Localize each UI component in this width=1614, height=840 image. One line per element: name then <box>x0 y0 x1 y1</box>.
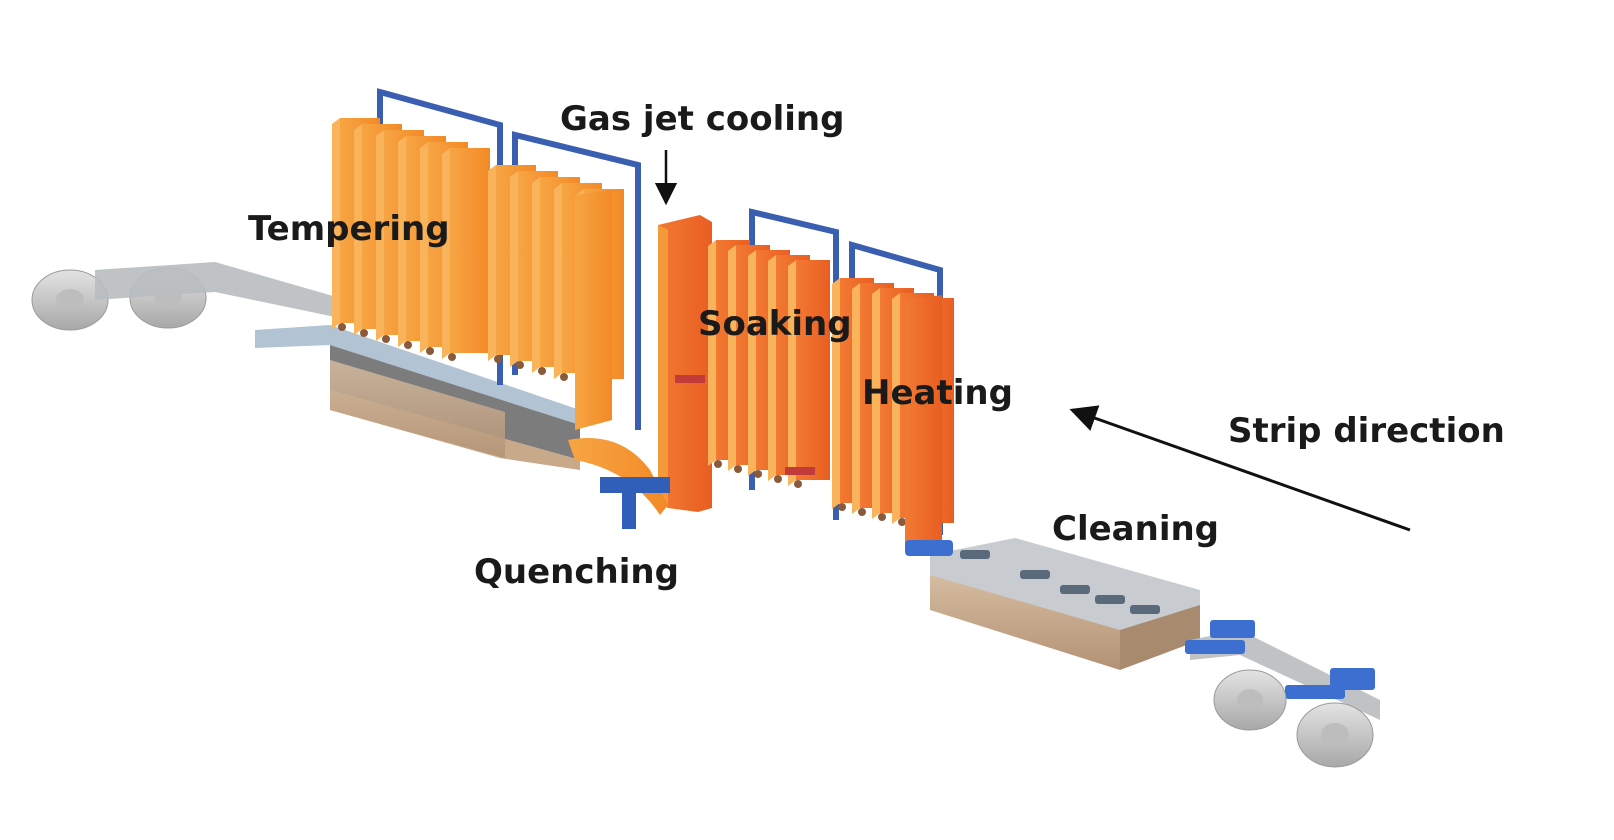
entry-coil-rollers <box>1213 669 1374 768</box>
soaking-furnace <box>708 240 830 488</box>
tempering-panel-foot <box>448 353 456 361</box>
heating-furnace <box>832 278 954 545</box>
tempering-panel-side <box>398 136 406 347</box>
tempering-panel-side <box>510 171 518 367</box>
heating-label: Heating <box>862 373 1013 413</box>
tempering-panel-side <box>554 183 562 379</box>
quenching-label: Quenching <box>474 552 679 592</box>
tempering-end-panel <box>575 190 612 430</box>
soaking-label: Soaking <box>698 304 852 344</box>
heating-panel-foot <box>858 508 866 516</box>
soaking-panel-side <box>728 245 736 471</box>
tempering-panel-foot <box>360 329 368 337</box>
soaking-panel-foot <box>714 460 722 468</box>
tempering-panel-side <box>442 148 450 359</box>
heating-panel-side <box>872 288 880 519</box>
soaking-panel-side <box>708 240 716 466</box>
soaking-panel <box>796 260 830 480</box>
gas-jet-cooling-label: Gas jet cooling <box>560 99 844 139</box>
tempering-panel-side <box>332 118 340 329</box>
heating-end-panel <box>905 295 942 545</box>
tempering-panel-foot <box>404 341 412 349</box>
tempering-panel-foot <box>516 361 524 369</box>
tempering-panel-foot <box>426 347 434 355</box>
heating-panel-side <box>832 278 840 509</box>
heating-panel-foot <box>898 518 906 526</box>
soaking-panel-foot <box>734 465 742 473</box>
heating-panel-foot <box>838 503 846 511</box>
tempering-panel-side <box>488 165 496 361</box>
gas-jet-cooling-unit <box>658 215 712 512</box>
tempering-panel-foot <box>382 335 390 343</box>
soaking-panel-side <box>788 260 796 486</box>
soaking-panel-foot <box>754 470 762 478</box>
soaking-panel-foot <box>774 475 782 483</box>
tempering-panel-foot <box>560 373 568 381</box>
entry-blue-guides <box>1185 620 1375 699</box>
heating-panel-side <box>892 293 900 524</box>
tempering-panel-side <box>376 130 384 341</box>
tempering-label: Tempering <box>248 209 450 249</box>
quenching-unit <box>568 438 670 529</box>
heating-panel-foot <box>878 513 886 521</box>
tempering-panel-foot <box>494 355 502 363</box>
tempering-furnace <box>332 118 624 430</box>
tempering-panel-foot <box>338 323 346 331</box>
soaking-top-connector <box>675 375 705 383</box>
soaking-panel-side <box>748 250 756 476</box>
soaking-panel-side <box>768 255 776 481</box>
tempering-panel-side <box>420 142 428 353</box>
cleaning-tank <box>905 538 1200 670</box>
tempering-panel-foot <box>538 367 546 375</box>
strip-direction-arrow <box>1069 405 1411 532</box>
tempering-panel <box>450 148 490 353</box>
soaking-bottom-connector <box>785 467 815 475</box>
strip-direction-label: Strip direction <box>1228 411 1505 451</box>
exit-strip <box>95 262 340 318</box>
cleaning-label: Cleaning <box>1052 509 1219 549</box>
heating-panel-side <box>852 283 860 514</box>
tempering-panel-side <box>354 124 362 335</box>
tempering-tank <box>255 325 580 470</box>
tempering-panel-side <box>532 177 540 373</box>
soaking-panel-foot <box>794 480 802 488</box>
